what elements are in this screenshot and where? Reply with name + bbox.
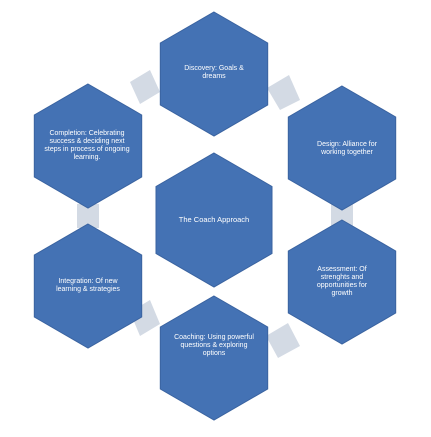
connector-discovery-design — [267, 75, 300, 110]
design-hexagon — [287, 85, 397, 211]
connector-integration-completion — [77, 204, 99, 228]
connector-assessment-coaching — [266, 323, 300, 358]
coaching-hexagon — [159, 295, 269, 421]
discovery-hexagon-label: Discovery: Goals & dreams — [184, 65, 244, 80]
integration-hexagon-label: Integration: Of new learning & strategie… — [56, 278, 120, 293]
completion-hexagon — [33, 83, 143, 209]
connector-design-assessment — [331, 203, 353, 226]
coaching-hexagon-label: Coaching: Using powerful questions & exp… — [174, 334, 254, 357]
assessment-hexagon — [287, 219, 397, 345]
completion-hexagon-label: Completion: Celebrating success & decidi… — [44, 130, 130, 161]
discovery-hexagon — [159, 11, 269, 137]
center-hexagon — [155, 152, 273, 288]
connector-completion-discovery — [130, 70, 160, 104]
integration-hexagon — [33, 223, 143, 349]
assessment-hexagon-label: Assessment: Of strenghts and opportuniti… — [316, 266, 368, 297]
design-hexagon-label: Design: Alliance for working together — [317, 141, 377, 156]
center-hexagon-label: The Coach Approach — [178, 215, 250, 224]
